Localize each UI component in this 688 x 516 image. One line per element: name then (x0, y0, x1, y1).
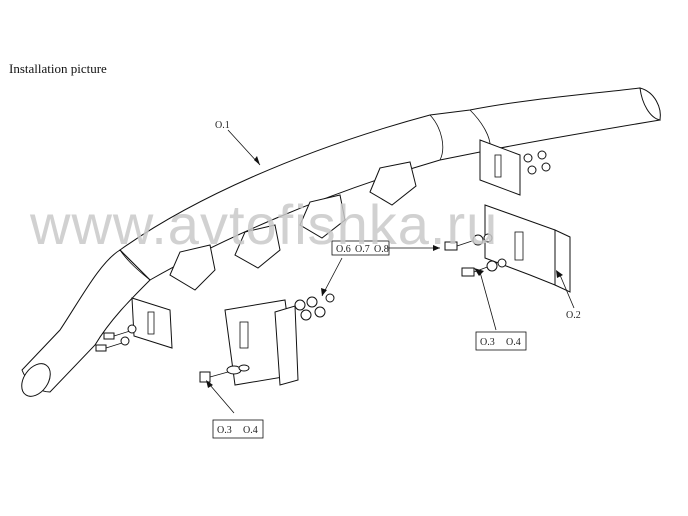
callout-right-2: O.4 (506, 337, 521, 348)
callout-box-center: O.6 O.7 O.8 (331, 240, 390, 256)
callout-bar: O.1 (215, 120, 230, 131)
center-bracket (199, 293, 335, 386)
front-bar-tube (119, 87, 661, 281)
page-title: Installation picture (9, 61, 107, 76)
watermark: www.avtofishka.ru (30, 193, 499, 256)
callout-left-1: O.3 (217, 425, 232, 436)
bar-left-end (21, 249, 151, 397)
callout-bracket-right: O.2 (566, 310, 581, 321)
callout-center-3: O.8 (374, 244, 389, 255)
upper-right-bracket (479, 139, 551, 196)
callout-center-1: O.6 (336, 244, 351, 255)
callout-right-1: O.3 (480, 337, 495, 348)
callout-box-right: O.3 O.4 (475, 331, 527, 351)
skid-tabs (169, 161, 417, 291)
callout-box-left: O.3 O.4 (212, 419, 264, 439)
callout-center-2: O.7 (355, 244, 370, 255)
left-bracket (95, 297, 173, 352)
callout-left-2: O.4 (243, 425, 258, 436)
leader-lines (206, 129, 575, 414)
